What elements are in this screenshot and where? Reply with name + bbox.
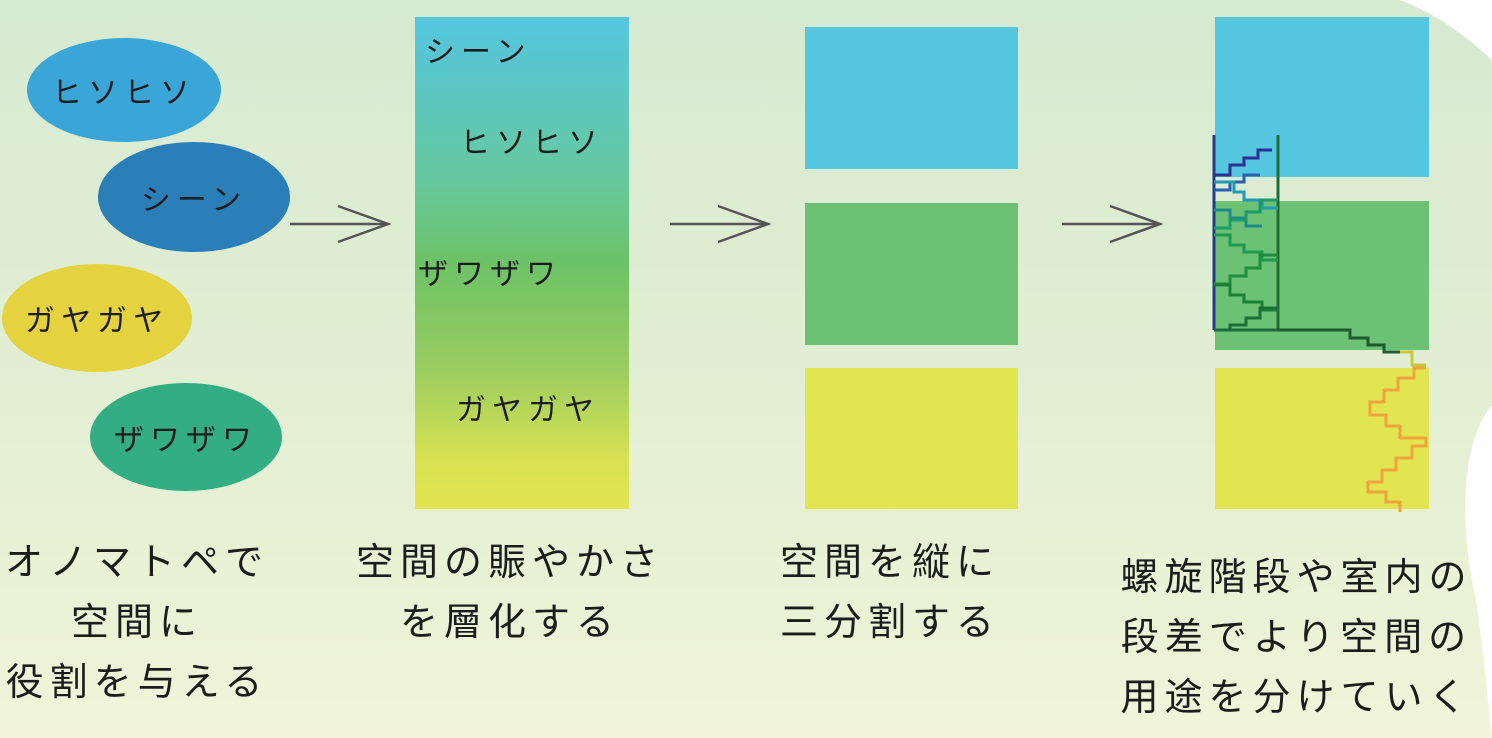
block-blue-stairs bbox=[1215, 17, 1429, 177]
gradient-column bbox=[415, 17, 629, 509]
caption-line: 空間に bbox=[70, 600, 203, 644]
caption-line: オノマトペで bbox=[4, 540, 269, 584]
caption-line: 役割を与える bbox=[5, 660, 269, 704]
arrow-right-icon bbox=[1062, 204, 1164, 244]
caption-step2: 空間の賑やかさ を層化する bbox=[340, 532, 680, 652]
ellipse-gayagaya: ガヤガヤ bbox=[2, 264, 192, 372]
caption-line: 空間の賑やかさ bbox=[355, 540, 664, 584]
gradient-label-shiin: シーン bbox=[425, 35, 532, 70]
gradient-label-gayagaya: ガヤガヤ bbox=[456, 393, 600, 428]
caption-line: を層化する bbox=[399, 600, 620, 644]
arrow-right-icon bbox=[670, 204, 772, 244]
gradient-label-zawazawa: ザワザワ bbox=[418, 257, 562, 292]
caption-line: 段差でより空間の bbox=[1120, 615, 1473, 659]
caption-step4: 螺旋階段や室内の 段差でより空間の 用途を分けていく bbox=[1104, 547, 1489, 727]
ellipse-hisohiso-label: ヒソヒソ bbox=[52, 76, 196, 111]
caption-line: 三分割する bbox=[779, 600, 1000, 644]
arrow-right-icon bbox=[290, 204, 392, 244]
ellipse-gayagaya-label: ガヤガヤ bbox=[25, 304, 169, 339]
spiral-stairs-drawing bbox=[1212, 135, 1428, 512]
ellipse-shiin: シーン bbox=[98, 142, 290, 252]
ellipse-shiin-label: シーン bbox=[140, 183, 248, 218]
gradient-label-hisohiso: ヒソヒソ bbox=[460, 126, 604, 161]
ellipse-hisohiso: ヒソヒソ bbox=[27, 38, 221, 142]
caption-step1: オノマトペで 空間に 役割を与える bbox=[0, 532, 282, 712]
caption-line: 用途を分けていく bbox=[1120, 675, 1473, 719]
ellipse-zawazawa-label: ザワザワ bbox=[114, 423, 258, 458]
block-green bbox=[805, 203, 1018, 345]
ellipse-zawazawa: ザワザワ bbox=[90, 383, 282, 491]
block-yellow bbox=[805, 368, 1018, 509]
block-blue bbox=[805, 27, 1018, 169]
caption-line: 螺旋階段や室内の bbox=[1120, 555, 1473, 599]
caption-step3: 空間を縦に 三分割する bbox=[760, 532, 1020, 652]
caption-line: 空間を縦に bbox=[779, 540, 1000, 584]
